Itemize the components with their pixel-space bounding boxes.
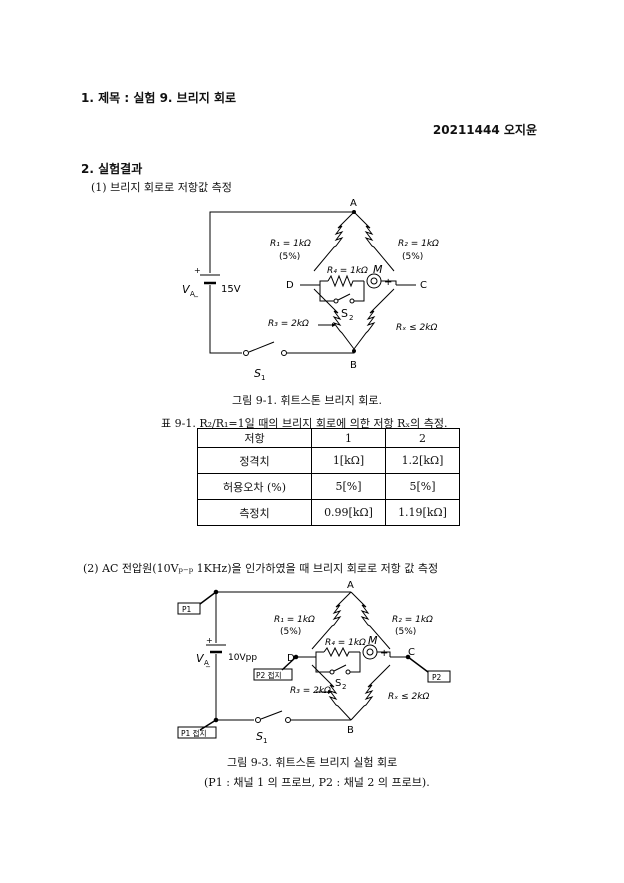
r3-label: R₃ = 2kΩ (268, 319, 309, 329)
p2-ground-label: P2 접지 (256, 671, 281, 680)
node-a-label: A (347, 580, 354, 591)
table-row: 측정치 0.99[kΩ] 1.19[kΩ] (197, 499, 460, 526)
section-heading: 2. 실험결과 (81, 162, 143, 176)
va-label: V (196, 652, 205, 665)
source-plus: + (194, 266, 201, 275)
s2-subscript: 2 (349, 314, 353, 322)
subsection-1-heading: (1) 브리지 회로로 저항값 측정 (91, 181, 232, 194)
rx-label: Rₓ ≤ 2kΩ (396, 323, 437, 333)
meter-plus: + (380, 648, 388, 659)
table-cell: 측정치 (197, 499, 312, 526)
source-plus: + (206, 636, 213, 645)
s2-label: S (335, 678, 341, 689)
table-header-cell: 2 (385, 428, 460, 448)
subsection-2-heading: (2) AC 전압원(10Vₚ₋ₚ 1KHz)을 인가하였을 때 브리지 회로로… (83, 562, 439, 575)
r2-label: R₂ = 1kΩ (392, 615, 433, 625)
table-cell: 1[kΩ] (311, 447, 386, 474)
p2-probe-label: P2 (432, 673, 442, 682)
wheatstone-bridge-diagram: A B C D R₁ = 1kΩ (5%) R₂ = 1kΩ (5%) R₄ =… (182, 198, 439, 382)
va-label: V (182, 283, 191, 296)
r2-tolerance: (5%) (402, 252, 423, 262)
meter-plus: + (384, 277, 392, 288)
s1-subscript: 1 (261, 374, 265, 382)
table-cell: 5[%] (385, 473, 460, 500)
node-d-label: D (286, 280, 294, 291)
author-line: 20211444 오지윤 (432, 123, 537, 137)
va-subscript: A (204, 659, 209, 667)
r4-label: R₄ = 1kΩ (327, 266, 368, 276)
p1-ground-label: P1 접지 (181, 729, 206, 738)
source-minus: _ (205, 658, 211, 667)
table-cell: 허용오차 (%) (197, 473, 312, 500)
s2-subscript: 2 (342, 683, 346, 691)
r4-label: R₄ = 1kΩ (325, 638, 366, 648)
r1-tolerance: (5%) (280, 627, 301, 637)
measurement-table: 저항 1 2 정격치 1[kΩ] 1.2[kΩ] 허용오차 (%) 5[%] 5… (197, 428, 460, 526)
va-subscript: A (190, 290, 195, 298)
figure-9-1-caption: 그림 9-1. 휘트스톤 브리지 회로. (232, 394, 383, 407)
node-b-label: B (350, 360, 357, 371)
figure-9-3-caption-note: (P1 : 채널 1 의 프로브, P2 : 채널 2 의 프로브). (204, 776, 430, 789)
r3-label: R₃ = 2kΩ (290, 686, 331, 696)
node-d-label: D (287, 653, 295, 664)
s1-subscript: 1 (263, 737, 267, 745)
meter-label: M (373, 263, 383, 276)
table-row: 정격치 1[kΩ] 1.2[kΩ] (197, 447, 460, 474)
source-minus: _ (193, 288, 199, 297)
r1-tolerance: (5%) (279, 252, 300, 262)
table-row: 허용오차 (%) 5[%] 5[%] (197, 473, 460, 500)
s2-label: S (341, 307, 348, 320)
source-voltage: 10Vpp (228, 653, 257, 663)
node-b-label: B (347, 725, 354, 736)
table-header-cell: 1 (311, 428, 386, 448)
table-cell: 5[%] (311, 473, 386, 500)
node-a-label: A (350, 198, 357, 209)
s1-label: S (256, 730, 263, 743)
table-header-row: 저항 1 2 (197, 428, 460, 448)
table-cell: 1.2[kΩ] (385, 447, 460, 474)
table-cell: 정격치 (197, 447, 312, 474)
rx-label: Rₓ ≤ 2kΩ (388, 692, 429, 702)
table-header-cell: 저항 (197, 428, 312, 448)
bridge-experiment-diagram: P1 P1 접지 P2 접지 P2 A B C D R₁ = 1kΩ (5%) … (177, 580, 451, 745)
meter-label: M (368, 634, 378, 647)
table-caption: 표 9-1. R₂/R₁=1일 때의 브리지 회로에 의한 저항 Rₓ의 측정. (161, 417, 448, 430)
s1-label: S (254, 367, 261, 380)
table-cell: 0.99[kΩ] (311, 499, 386, 526)
r2-tolerance: (5%) (395, 627, 416, 637)
r1-label: R₁ = 1kΩ (274, 615, 315, 625)
node-c-label: C (420, 280, 427, 291)
r1-label: R₁ = 1kΩ (270, 239, 311, 249)
figure-9-3-caption: 그림 9-3. 휘트스톤 브리지 실험 회로 (227, 756, 398, 769)
document-title: 1. 제목 : 실험 9. 브리지 회로 (81, 91, 237, 105)
node-c-label: C (408, 647, 415, 658)
p1-probe-label: P1 (182, 605, 192, 614)
source-voltage: 15V (221, 284, 241, 295)
r2-label: R₂ = 1kΩ (398, 239, 439, 249)
table-cell: 1.19[kΩ] (385, 499, 460, 526)
